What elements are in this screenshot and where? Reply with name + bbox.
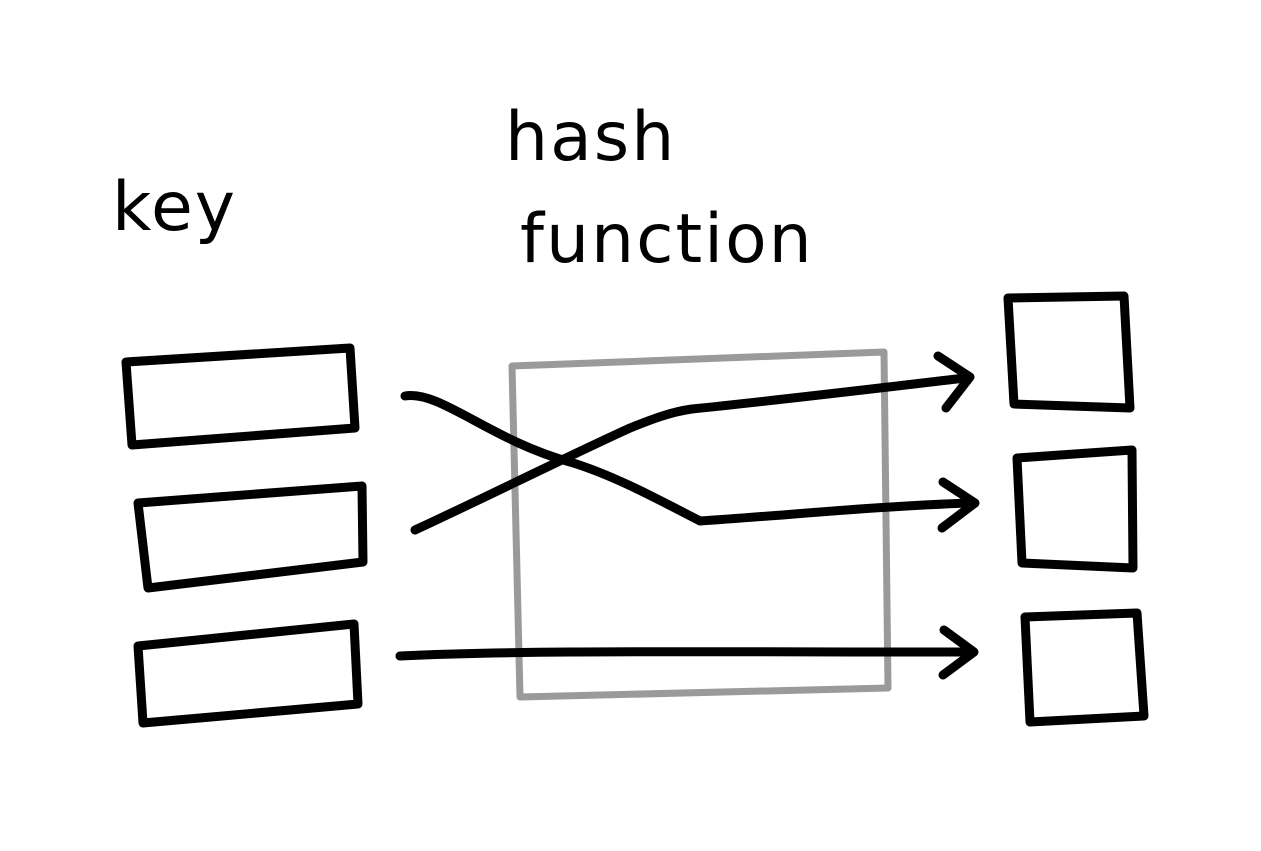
hash-label-line1: hash [505, 98, 676, 177]
arrowhead-bucket2 [937, 477, 980, 533]
arrow-key3-to-bucket3 [395, 647, 975, 661]
bucket-box-2 [1012, 445, 1138, 573]
hash-label-line2: function [520, 200, 814, 279]
bucket-box-1 [1003, 291, 1135, 413]
key-label: key [112, 168, 237, 247]
arrowhead-bucket1 [933, 351, 975, 413]
arrow-key1-to-bucket2 [400, 391, 975, 526]
key-box-1 [121, 343, 360, 450]
arrowhead-bucket3 [938, 625, 979, 680]
key-box-2 [133, 481, 368, 593]
key-box-3 [133, 619, 363, 728]
bucket-box-3 [1020, 608, 1149, 727]
arrow-key2-to-bucket1 [410, 373, 970, 535]
hash-function-box [508, 348, 892, 701]
